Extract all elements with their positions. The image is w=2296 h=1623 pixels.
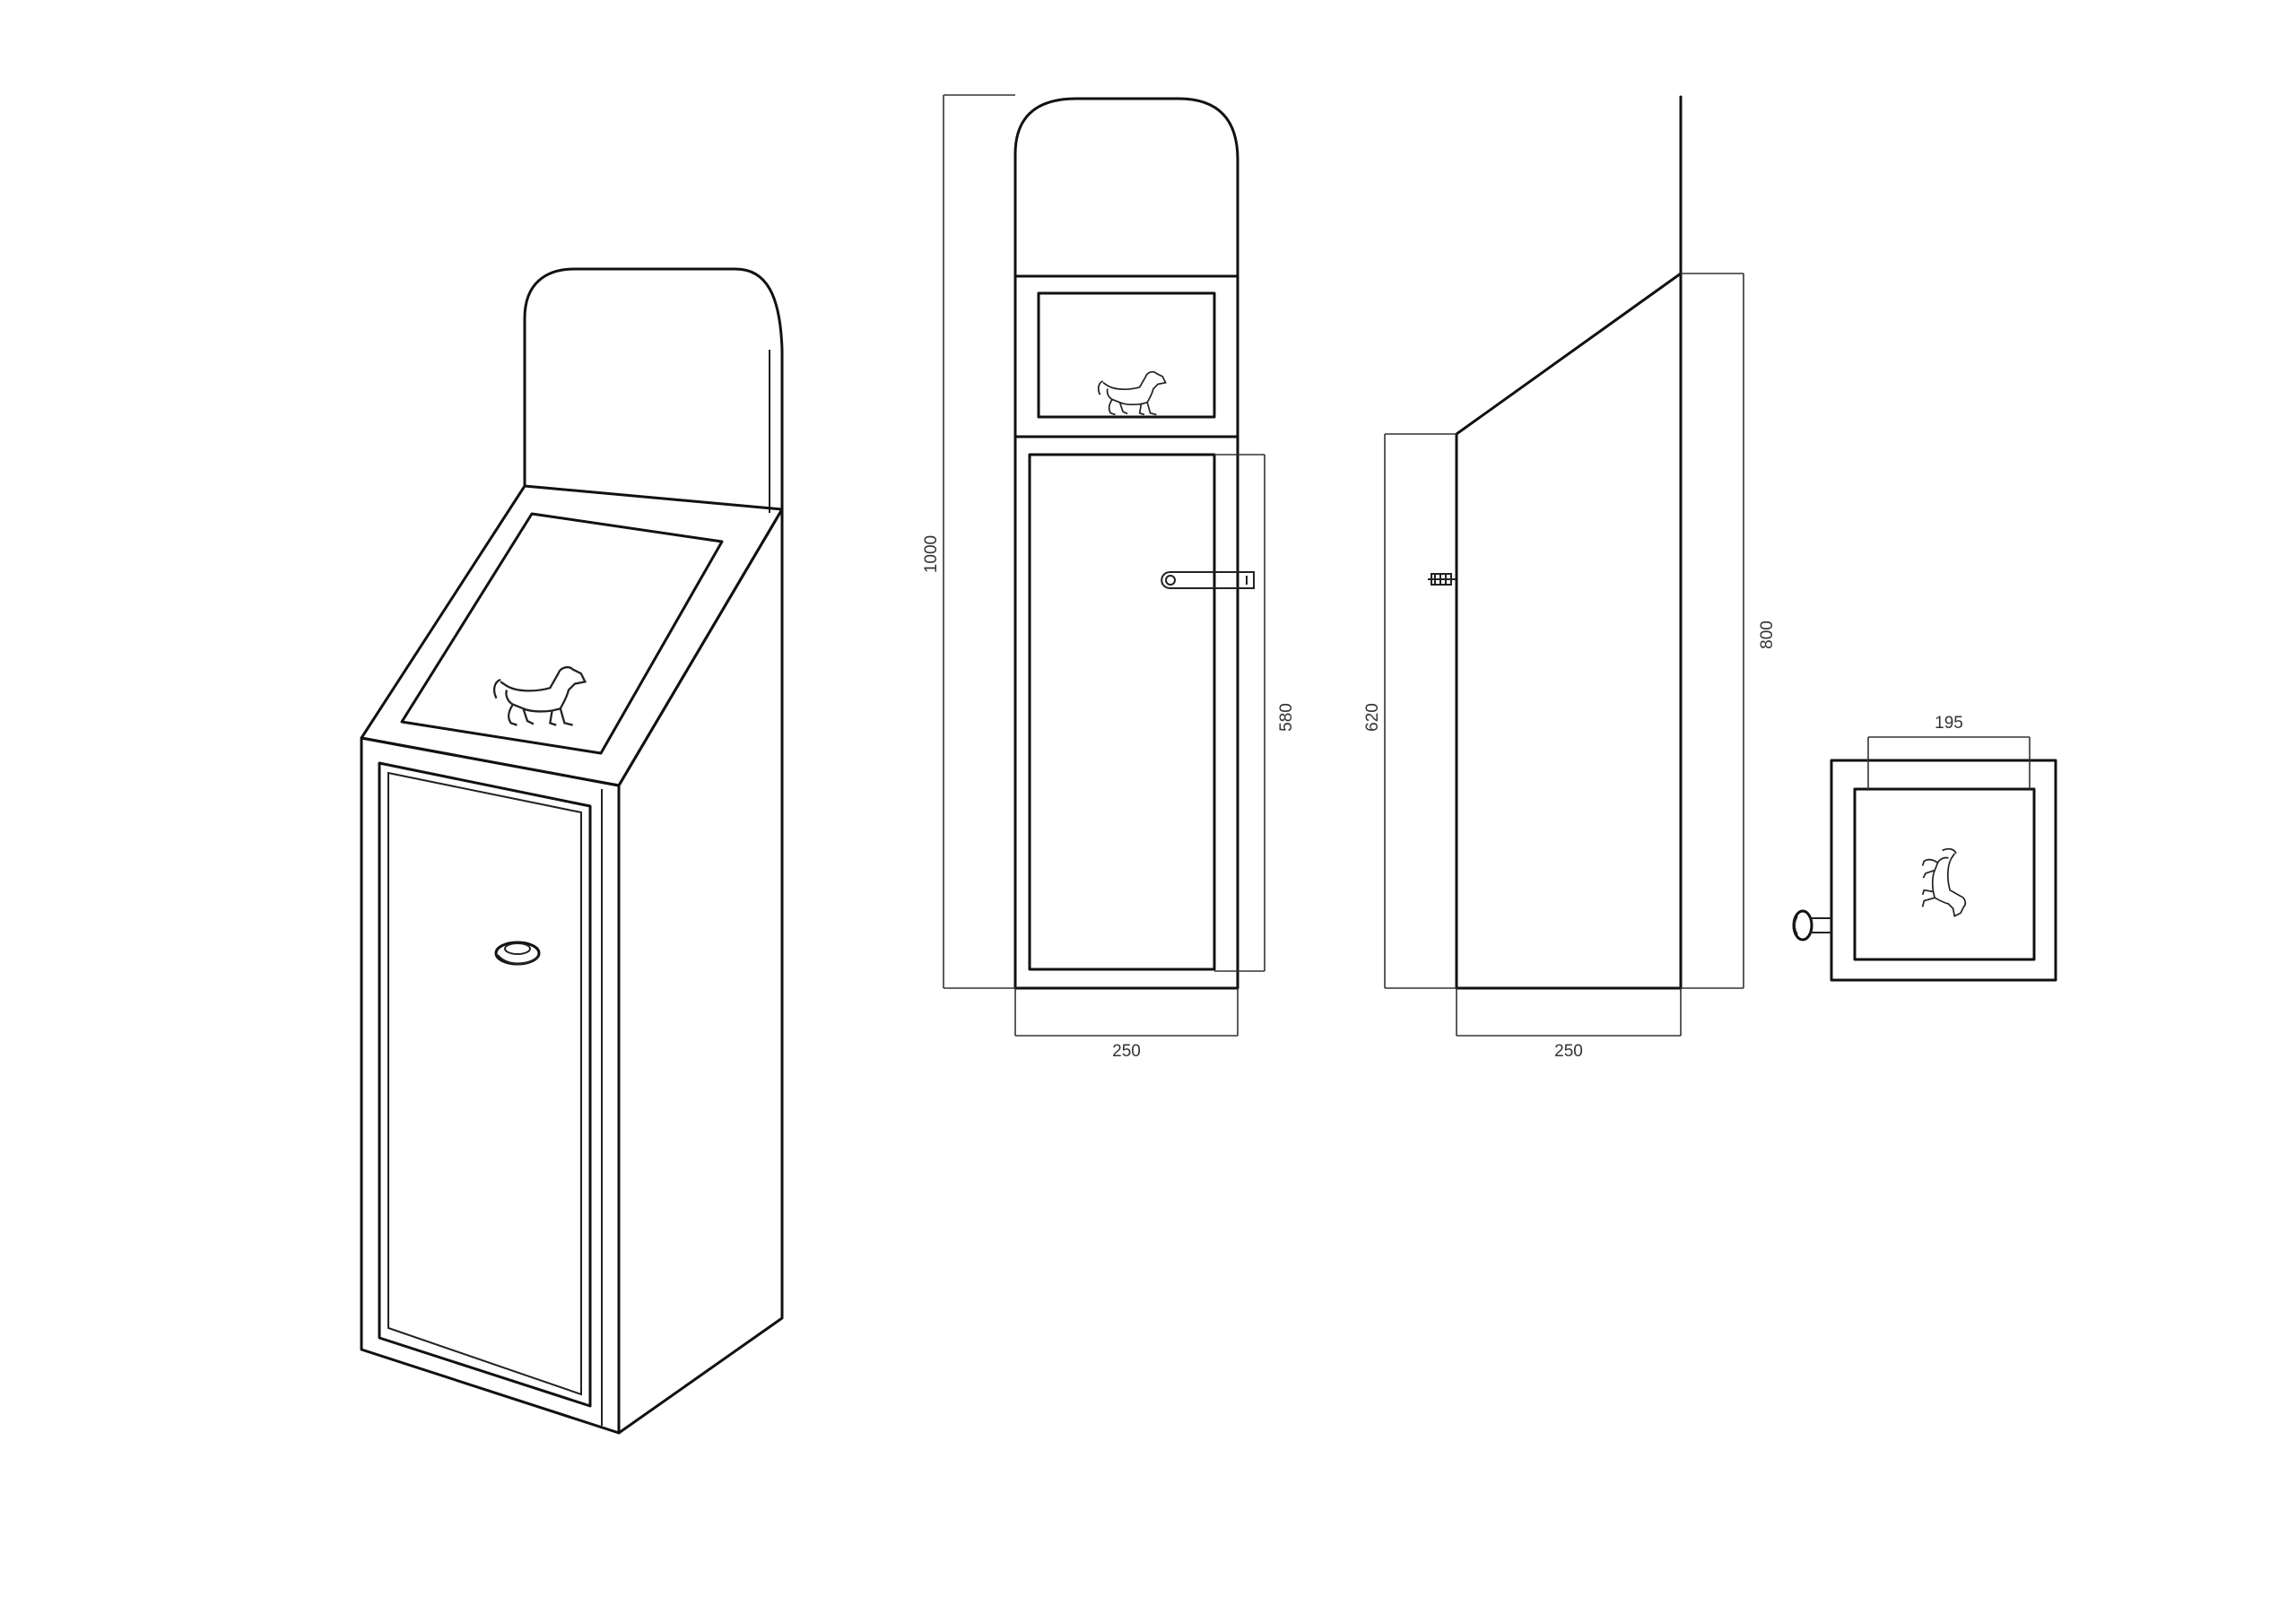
side-view: 620 800 250: [1363, 95, 1777, 1061]
dim-label-side-250: 250: [1554, 1042, 1583, 1061]
dog-icon: [492, 665, 587, 726]
dim-label-front-250: 250: [1112, 1042, 1141, 1061]
dog-icon: [1097, 370, 1167, 416]
dim-label-800: 800: [1758, 621, 1777, 649]
iso-top-inset: [400, 512, 724, 755]
dim-label-580: 580: [1277, 703, 1296, 732]
dim-label-620: 620: [1363, 703, 1382, 732]
iso-door: [378, 761, 592, 1408]
iso-back-panel: [523, 267, 784, 511]
iso-sloped-top: [360, 484, 784, 787]
iso-door-inner: [387, 771, 582, 1396]
top-view: 195: [1792, 714, 2057, 982]
top-inner: [1853, 787, 2036, 961]
knob-icon: [1792, 909, 1831, 942]
handle-icon: [494, 941, 541, 966]
dim-label-195: 195: [1935, 714, 1963, 733]
front-top-arch: [1013, 97, 1239, 278]
side-body: [1455, 272, 1683, 990]
iso-front-face: [360, 736, 621, 1435]
isometric-view: [360, 267, 784, 1435]
top-outer: [1830, 759, 2057, 982]
front-window: [1037, 291, 1216, 419]
iso-side-face: [617, 508, 784, 1435]
front-view: 1000 250 580: [922, 94, 1296, 1061]
handle-icon: [1161, 571, 1255, 589]
knob-icon: [1428, 573, 1457, 586]
front-body: [1013, 274, 1239, 990]
dog-icon: [1921, 847, 1967, 917]
dim-label-1000: 1000: [922, 535, 941, 573]
front-door: [1028, 453, 1216, 971]
